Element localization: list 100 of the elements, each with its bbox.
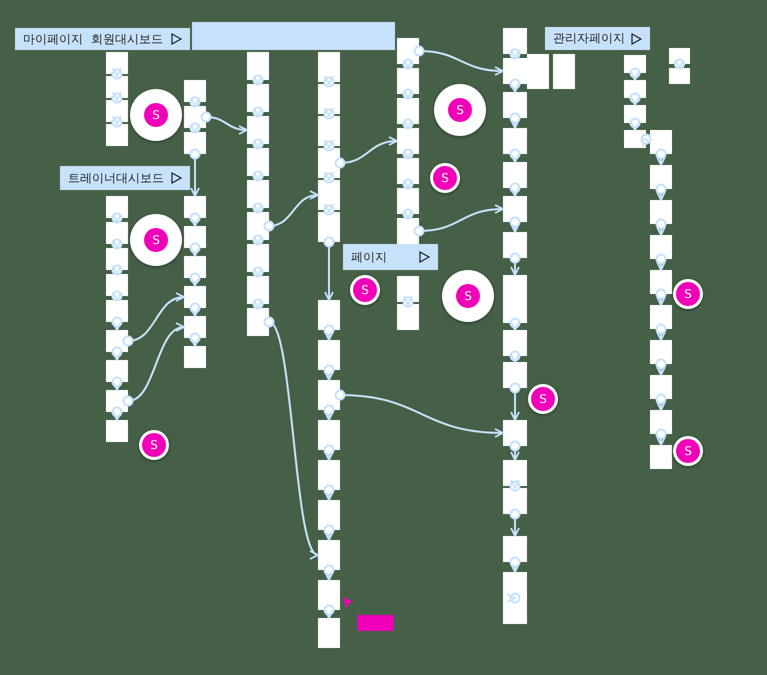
connector-arrow [200, 112, 248, 134]
connector-arrow [112, 115, 122, 128]
connector-arrow [510, 216, 520, 233]
connector-arrow [324, 364, 334, 381]
screen-frame [247, 148, 269, 176]
connector-arrow [324, 139, 334, 152]
connector-arrow [506, 592, 520, 604]
connector-arrow [656, 148, 666, 166]
connector-arrow [510, 508, 520, 537]
connector-arrow [510, 382, 520, 421]
screen-frame [503, 275, 527, 323]
section-tab: 트레이너대시보드 [60, 166, 190, 190]
screen-frame [650, 340, 672, 364]
screen-frame [318, 460, 340, 490]
screen-frame [247, 116, 269, 144]
connector-arrow [510, 182, 520, 197]
screen-frame [106, 360, 128, 382]
screen-frame [184, 346, 206, 368]
screen-frame [318, 340, 340, 370]
connector-arrow [640, 134, 652, 146]
connector-arrow [402, 178, 414, 190]
connector-arrow [402, 148, 414, 160]
screen-frame [503, 362, 527, 388]
avatar-pin: S [528, 384, 558, 414]
connector-arrow [656, 394, 666, 411]
connector-arrow [334, 390, 504, 438]
connector-arrow [252, 138, 264, 150]
avatar-pin: S [673, 279, 703, 309]
screen-frame [650, 235, 672, 259]
connector-arrow [190, 212, 200, 227]
section-tab: 관리자페이지 [545, 27, 650, 50]
connector-arrow [656, 184, 666, 201]
screen-frame [247, 244, 269, 272]
connector-arrow [334, 136, 398, 168]
screen-frame [106, 196, 128, 218]
screen-frame [650, 375, 672, 399]
screen-frame [503, 162, 527, 188]
screen-frame [503, 92, 527, 118]
connector-arrow [402, 58, 414, 70]
connector-arrow [264, 190, 319, 232]
screen-frame [503, 572, 527, 598]
screen-frame [397, 218, 419, 244]
screen-frame [669, 68, 690, 84]
connector-arrow [122, 293, 185, 346]
connector-arrow [112, 290, 122, 302]
section-tab: 회원대시보드 [83, 28, 190, 50]
section-tab: 마이페이지 [15, 28, 83, 50]
connector-arrow [190, 122, 200, 134]
connector-arrow [190, 272, 200, 287]
screen-frame [318, 52, 340, 82]
connector-arrow [324, 171, 334, 184]
connector-arrow [510, 48, 520, 60]
screen-frame [650, 130, 672, 154]
connector-arrow [510, 148, 520, 163]
connector-arrow [414, 204, 504, 236]
screen-frame [503, 128, 527, 154]
screen-frame [397, 188, 419, 214]
screen-frame [318, 580, 340, 610]
connector-arrow [402, 295, 414, 308]
screen-frame [397, 128, 419, 154]
connector-arrow [402, 208, 414, 220]
avatar-pin: S [350, 275, 380, 305]
connector-arrow [112, 264, 122, 276]
connector-arrow [510, 112, 520, 129]
connector-arrow [630, 92, 640, 106]
screen-frame [106, 124, 128, 146]
connector-arrow [324, 444, 334, 461]
connector-arrow [112, 67, 122, 80]
connector-arrow [324, 484, 334, 501]
screen-frame [318, 500, 340, 530]
connector-arrow [252, 234, 264, 246]
connector-arrow [510, 556, 520, 573]
screen-frame [184, 286, 206, 308]
connector-arrow [112, 212, 122, 224]
screen-frame [318, 300, 340, 330]
screen-frame [318, 420, 340, 450]
screen-frame [247, 276, 269, 304]
connector-arrow [122, 324, 185, 406]
connector-arrow [190, 332, 200, 347]
screen-frame [503, 460, 527, 486]
connector-arrow [252, 74, 264, 86]
connector-arrow [324, 404, 334, 421]
connector-arrow [656, 358, 666, 376]
connector-arrow [190, 96, 200, 108]
screen-frame [184, 316, 206, 338]
connector-arrow [656, 218, 666, 236]
screen-frame [397, 98, 419, 124]
connector-arrow [252, 266, 264, 278]
connector-arrow [112, 238, 122, 250]
connector-arrow [324, 203, 334, 216]
connector-arrow [510, 479, 520, 492]
screen-frame [184, 196, 206, 218]
screen-frame [184, 226, 206, 248]
connector-arrow [656, 288, 666, 306]
connector-arrow [324, 324, 334, 341]
connector-arrow [324, 604, 334, 619]
screen-frame [397, 304, 419, 330]
screen-frame [503, 598, 527, 624]
connector-arrow [674, 58, 685, 70]
avatar-pin: S [442, 270, 494, 322]
